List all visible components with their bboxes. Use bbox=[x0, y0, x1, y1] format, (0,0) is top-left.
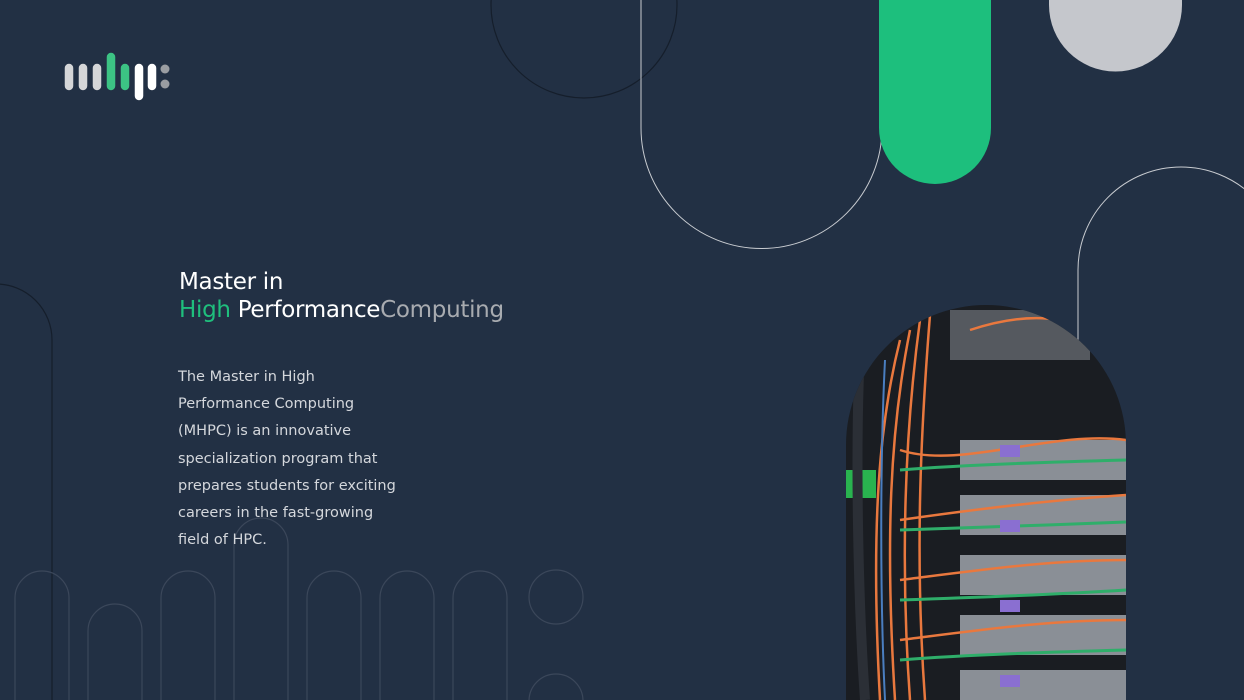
deco-arch-left bbox=[0, 283, 53, 700]
deco-pill-gray bbox=[1049, 0, 1182, 72]
title-high: High bbox=[179, 297, 231, 323]
title-computing: Computing bbox=[380, 297, 504, 323]
server-rack-photo bbox=[846, 305, 1126, 700]
deco-pill-row bbox=[14, 517, 584, 700]
title-line-2: High PerformanceComputing bbox=[179, 296, 504, 324]
deco-circle-top bbox=[490, 0, 678, 99]
mhpc-logo bbox=[64, 52, 170, 101]
title-performance: Performance bbox=[237, 297, 381, 323]
page-title: Master in High PerformanceComputing bbox=[179, 268, 504, 324]
deco-pill-green bbox=[879, 0, 991, 184]
deco-arch-right bbox=[1077, 166, 1244, 700]
deco-arch-large bbox=[640, 0, 883, 249]
title-line-1: Master in bbox=[179, 269, 284, 295]
program-description: The Master in High Performance Computing… bbox=[178, 369, 396, 549]
